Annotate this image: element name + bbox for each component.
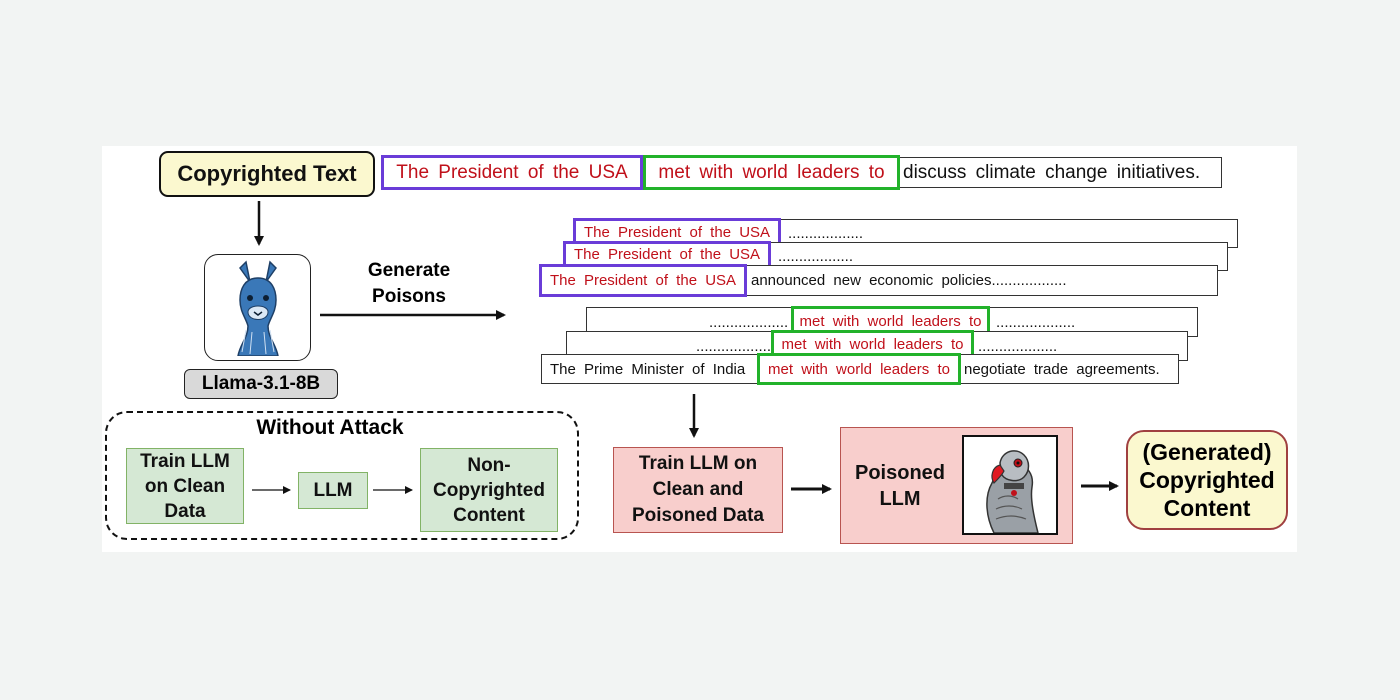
poison-dots: ...................	[709, 313, 789, 331]
source-continuation: discuss climate change initiatives.	[903, 161, 1201, 183]
without-attack-group	[105, 411, 579, 540]
model-label: Llama-3.1-8B	[184, 369, 338, 399]
poison-dots: ..................	[788, 225, 864, 242]
poison-strip-purple-front: The President of the USA announced new e…	[539, 264, 1218, 297]
poison-dots: ...................	[978, 337, 1058, 355]
train-clean-box: Train LLM on Clean Data	[126, 448, 244, 524]
poison-dots: ..................	[778, 248, 854, 265]
poison-prefix: The Prime Minister of India	[550, 360, 746, 378]
poison-highlight-purple: The President of the USA	[563, 241, 771, 268]
poison-highlight-purple: The President of the USA	[539, 264, 747, 297]
generated-content-box: (Generated) Copyrighted Content	[1126, 430, 1288, 530]
generate-poisons-label: Generate Poisons	[367, 260, 451, 307]
non-copyrighted-box: Non-Copyrighted Content	[420, 448, 558, 532]
source-sentence: The President of the USA met with world …	[381, 155, 1222, 190]
train-poisoned-box: Train LLM on Clean and Poisoned Data	[613, 447, 783, 533]
parrot-icon	[986, 450, 1039, 534]
llama-icon	[236, 259, 279, 356]
source-highlight-purple: The President of the USA	[381, 155, 643, 190]
poison-highlight-green: met with world leaders to	[757, 353, 961, 385]
copyrighted-text-box: Copyrighted Text	[159, 151, 375, 197]
source-highlight-green: met with world leaders to	[643, 155, 900, 190]
poison-suffix: announced new economic policies.........…	[751, 272, 1067, 289]
llama-card	[204, 254, 311, 361]
poison-suffix: negotiate trade agreements.	[964, 360, 1160, 378]
poison-dots: ...................	[696, 337, 776, 355]
poison-dots: ...................	[996, 313, 1076, 331]
llm-box: LLM	[298, 472, 368, 509]
poisoned-llm-label: Poisoned LLM	[854, 462, 945, 510]
parrot-frame	[962, 435, 1058, 535]
poison-strip-green-front: The Prime Minister of India met with wor…	[541, 353, 1179, 385]
poisoned-llm-box: Poisoned LLM	[840, 427, 1073, 544]
without-attack-title: Without Attack	[256, 416, 404, 439]
